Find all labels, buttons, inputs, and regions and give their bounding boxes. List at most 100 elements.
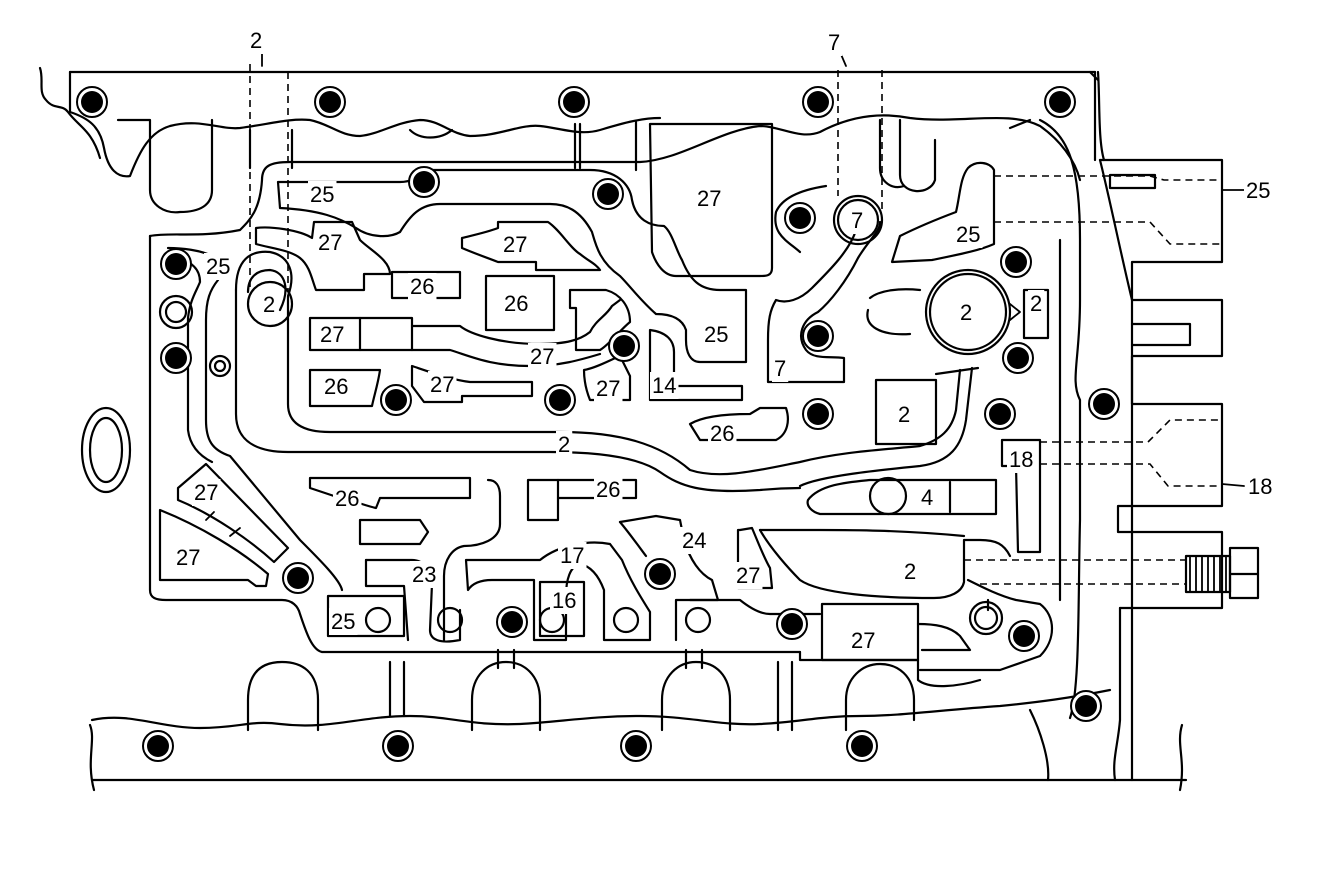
label-backdrop <box>558 542 587 569</box>
bolt-head <box>1007 347 1029 369</box>
bolt-head <box>1075 695 1097 717</box>
passage-label: 25 <box>704 322 728 347</box>
passage-label: 25 <box>206 254 230 279</box>
bolt-head <box>597 183 619 205</box>
label-backdrop <box>849 207 866 234</box>
passage-label: 18 <box>1009 447 1033 472</box>
bolt-head <box>287 567 309 589</box>
label-backdrop <box>902 558 919 585</box>
label-backdrop <box>261 291 278 318</box>
hidden-lines <box>249 51 1245 585</box>
label-backdrop <box>650 372 679 399</box>
passage-label: 27 <box>194 480 218 505</box>
label-backdrop <box>329 608 358 635</box>
passage-label: 14 <box>652 373 676 398</box>
passage-label: 25 <box>310 182 334 207</box>
bolt-head <box>147 735 169 757</box>
label-backdrop <box>1028 290 1045 317</box>
label-backdrop <box>708 420 737 447</box>
label-backdrop <box>501 231 530 258</box>
bolt-head <box>649 563 671 585</box>
passage-label: 27 <box>851 628 875 653</box>
passage-label: 26 <box>324 374 348 399</box>
bolt-head <box>81 91 103 113</box>
callout-label: 7 <box>828 30 840 55</box>
bolt-head <box>807 91 829 113</box>
label-backdrop <box>896 401 913 428</box>
passage-label: 17 <box>560 543 584 568</box>
bolt-head <box>563 91 585 113</box>
label-backdrop <box>1244 177 1273 204</box>
bolt-head <box>549 389 571 411</box>
passage-label: 27 <box>430 372 454 397</box>
bolt-head <box>807 403 829 425</box>
bolt-head <box>851 735 873 757</box>
passage-label: 2 <box>263 292 275 317</box>
label-backdrop <box>702 321 731 348</box>
label-backdrop <box>550 587 579 614</box>
bolt-head <box>385 389 407 411</box>
passage-label: 26 <box>335 486 359 511</box>
passage-label: 26 <box>504 291 528 316</box>
passage-label: 2 <box>904 559 916 584</box>
label-backdrop <box>528 343 557 370</box>
label-backdrop <box>318 321 347 348</box>
callout-label: 18 <box>1248 474 1272 499</box>
label-backdrop <box>919 484 936 511</box>
label-backdrop <box>1246 473 1275 500</box>
bolt-head <box>781 613 803 635</box>
label-backdrop <box>192 479 221 506</box>
bolt-head <box>413 171 435 193</box>
label-backdrop <box>958 299 975 326</box>
passage-label: 27 <box>503 232 527 257</box>
label-backdrop <box>594 375 623 402</box>
bolt-head <box>613 335 635 357</box>
bolt-head <box>165 253 187 275</box>
passage-label: 16 <box>552 588 576 613</box>
label-backdrop <box>772 355 789 382</box>
bolt-head <box>989 403 1011 425</box>
passage-label: 25 <box>956 222 980 247</box>
callout-label: 25 <box>1246 178 1270 203</box>
label-backdrop <box>174 544 203 571</box>
passage-label: 26 <box>410 274 434 299</box>
bolt-head <box>1013 625 1035 647</box>
passage-label: 27 <box>176 545 200 570</box>
passage-label: 4 <box>921 485 933 510</box>
passage-label: 2 <box>558 432 570 457</box>
label-backdrop <box>556 431 573 458</box>
passage-label: 2 <box>1030 291 1042 316</box>
open-holes <box>158 194 1004 636</box>
bolt-head <box>165 347 187 369</box>
callout-label: 2 <box>250 28 262 53</box>
passage-label: 2 <box>960 300 972 325</box>
passage-label: 23 <box>412 562 436 587</box>
passage-label: 2 <box>898 402 910 427</box>
label-backdrop <box>248 27 265 54</box>
bolt-head <box>387 735 409 757</box>
passage-label: 27 <box>596 376 620 401</box>
bolt-fastener <box>1184 546 1260 600</box>
passage-label: 27 <box>697 186 721 211</box>
label-backdrop <box>594 476 623 503</box>
label-backdrop <box>695 185 724 212</box>
bolt-head <box>625 735 647 757</box>
label-backdrop <box>410 561 439 588</box>
bolt-head <box>1005 251 1027 273</box>
label-backdrop <box>333 485 362 512</box>
passage-label: 25 <box>331 609 355 634</box>
bolt-head <box>501 611 523 633</box>
passage-label: 27 <box>530 344 554 369</box>
bolt-head <box>1093 393 1115 415</box>
label-backdrop <box>204 253 233 280</box>
label-backdrop <box>680 527 709 554</box>
label-backdrop <box>408 273 437 300</box>
passage-label: 24 <box>682 528 706 553</box>
label-backdrop <box>428 371 457 398</box>
label-backdrop <box>734 562 763 589</box>
bolt-head <box>807 325 829 347</box>
label-backdrop <box>849 627 878 654</box>
bolt-head <box>319 91 341 113</box>
label-backdrop <box>502 290 531 317</box>
